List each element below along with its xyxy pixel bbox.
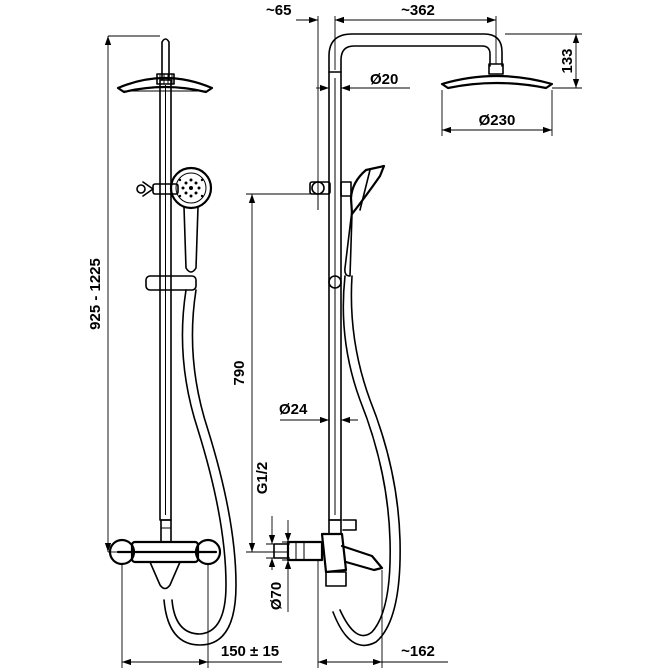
front-overhead-shower-head: [116, 73, 214, 94]
side-riser-rail: [328, 71, 342, 521]
side-hose: [332, 275, 401, 647]
dimension-lines: [104, 16, 582, 668]
arm-diameter-label: Ø20: [370, 71, 398, 88]
side-shower-arm: [328, 33, 503, 73]
wall-offset-label: ~65: [266, 2, 291, 19]
mixer-height-label: 790: [231, 360, 248, 385]
front-mixer: [108, 519, 222, 590]
rail-diameter-label: Ø24: [279, 401, 308, 418]
side-view: [273, 33, 554, 647]
side-hand-shower-holder: [309, 181, 352, 197]
thread-label: G1/2: [254, 462, 271, 495]
front-slider: [145, 275, 197, 291]
head-drop-label: 133: [559, 48, 576, 73]
front-hand-shower: [169, 166, 213, 273]
rosette-diameter-label: Ø70: [268, 582, 285, 610]
side-mixer: [273, 519, 384, 587]
front-riser-rail: [159, 38, 172, 521]
side-slider: [328, 275, 342, 289]
arm-reach-label: ~362: [401, 2, 435, 19]
side-hand-shower: [344, 164, 386, 277]
front-view: [108, 38, 237, 646]
height-range-label: 925 - 1225: [87, 258, 104, 330]
dimension-labels: 925 - 1225 790 ~65 ~362 133 Ø20 Ø230 Ø24…: [87, 2, 576, 660]
front-hand-shower-holder: [136, 181, 179, 197]
side-overhead-shower-head: [440, 63, 554, 90]
inlet-spacing-label: 150 ± 15: [221, 643, 279, 660]
front-hose: [163, 289, 237, 646]
mixer-projection-label: ~162: [401, 643, 435, 660]
head-diameter-label: Ø230: [479, 112, 516, 129]
